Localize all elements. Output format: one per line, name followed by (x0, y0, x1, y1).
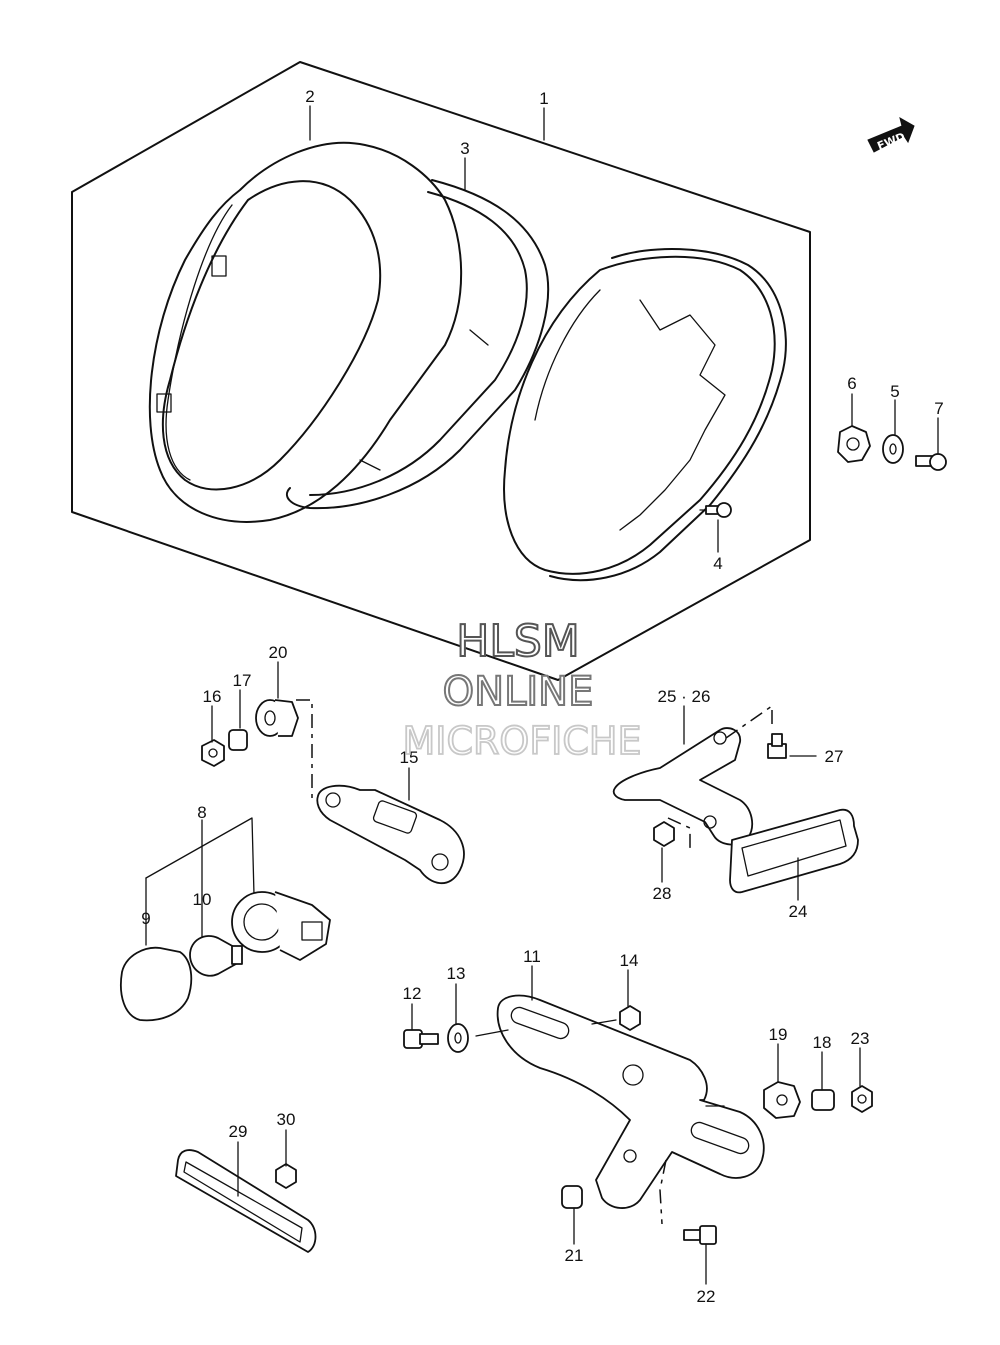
part-21-collar (561, 1185, 583, 1209)
part-23-nut (851, 1085, 873, 1113)
watermark-line-3: MICROFICHE (402, 719, 641, 763)
callout-22: 22 (697, 1287, 716, 1306)
part-11-bracket (496, 994, 765, 1209)
part-24-reflector (729, 808, 859, 894)
part-7-screw (915, 453, 947, 471)
part-6-grommet (837, 425, 871, 463)
part-13-washer (447, 1023, 469, 1053)
part-30-nut (275, 1163, 297, 1189)
callout-11: 11 (523, 947, 541, 966)
part-3-gasket (285, 179, 550, 510)
callout-20: 20 (269, 643, 288, 662)
callout-18: 18 (813, 1033, 832, 1052)
callout-24: 24 (789, 902, 808, 921)
part-12-bolt (403, 1029, 439, 1049)
part-25-26-bracket (612, 727, 754, 846)
part-8-socket (231, 891, 331, 961)
callout-6: 6 (847, 374, 856, 393)
part-28-nut (653, 821, 675, 847)
watermark: HLSM ONLINE MICROFICHE (402, 615, 643, 764)
assembly-1-box (71, 61, 811, 681)
callout-10: 10 (193, 890, 212, 909)
part-10-bulb (189, 935, 243, 977)
part-4-screw (699, 502, 732, 518)
callout-9: 9 (141, 909, 150, 928)
part-16-nut (201, 739, 225, 767)
housing (503, 248, 787, 582)
fwd-label: FWD (875, 130, 907, 153)
callout-16: 16 (203, 687, 222, 706)
callout-5: 5 (890, 382, 899, 401)
callout-8: 8 (197, 803, 206, 822)
callout-25-26: 25 · 26 (658, 687, 711, 706)
watermark-line-2: ONLINE (443, 669, 594, 715)
callout-15: 15 (400, 748, 419, 767)
part-14-nut (619, 1005, 641, 1031)
callout-1: 1 (539, 89, 548, 108)
part-9-lens (120, 946, 193, 1022)
callout-7: 7 (934, 399, 943, 418)
callout-12: 12 (403, 984, 422, 1003)
part-27-bolt (767, 733, 787, 759)
watermark-line-1: HLSM (456, 616, 580, 667)
callout-3: 3 (460, 139, 469, 158)
part-5-washer (882, 434, 904, 464)
part-29-reflector (175, 1149, 317, 1253)
part-17-collar (228, 729, 248, 751)
fwd-arrow-icon: FWD (867, 116, 915, 153)
part-19-grommet (763, 1081, 801, 1119)
callout-17: 17 (233, 671, 252, 690)
part-20-grommet (255, 699, 299, 737)
callout-19: 19 (769, 1025, 788, 1044)
part-22-bolt (683, 1225, 717, 1245)
callout-27: 27 (825, 747, 844, 766)
callout-23: 23 (851, 1029, 870, 1048)
callout-28: 28 (653, 884, 672, 903)
part-15-bracket (316, 784, 465, 885)
callout-21: 21 (565, 1246, 584, 1265)
callout-13: 13 (447, 964, 466, 983)
leader-lines (211, 105, 939, 1285)
callout-29: 29 (229, 1122, 248, 1141)
callout-30: 30 (277, 1110, 296, 1129)
callout-4: 4 (713, 554, 722, 573)
callout-14: 14 (620, 951, 639, 970)
part-2-bezel (148, 141, 463, 523)
part-18-collar (811, 1089, 835, 1111)
callout-2: 2 (305, 87, 314, 106)
